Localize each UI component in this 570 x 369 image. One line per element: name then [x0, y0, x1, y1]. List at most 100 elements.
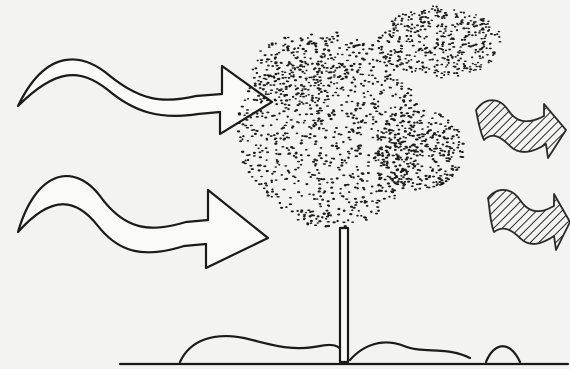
canopy-dot — [358, 63, 361, 65]
canopy-dot — [395, 142, 398, 144]
canopy-dot — [488, 60, 491, 62]
canopy-dot — [386, 164, 388, 166]
canopy-dot — [408, 66, 410, 68]
canopy-dot — [318, 187, 321, 189]
canopy-dot — [377, 210, 380, 212]
canopy-dot — [295, 152, 298, 154]
canopy-dot — [259, 156, 262, 158]
canopy-dot — [422, 22, 425, 24]
canopy-dot — [441, 44, 444, 46]
canopy-dot — [303, 120, 306, 122]
canopy-dot — [251, 135, 254, 137]
canopy-dot — [300, 64, 303, 66]
canopy-dot — [317, 61, 320, 63]
canopy-dot — [445, 14, 448, 16]
canopy-dot — [287, 108, 289, 110]
canopy-dot — [441, 17, 443, 19]
canopy-dot — [333, 83, 335, 85]
canopy-dot — [323, 48, 326, 50]
canopy-dot — [275, 141, 277, 143]
canopy-dot — [244, 125, 247, 127]
canopy-dot — [404, 104, 407, 106]
canopy-dot — [360, 134, 362, 136]
canopy-dot — [394, 165, 397, 167]
canopy-dot — [275, 91, 278, 93]
canopy-dot — [384, 111, 387, 113]
canopy-dot — [442, 144, 444, 146]
canopy-dot — [415, 68, 417, 70]
canopy-dot — [402, 141, 405, 143]
canopy-dot — [433, 47, 436, 49]
canopy-dot — [409, 135, 412, 137]
canopy-dot — [375, 213, 378, 215]
canopy-dot — [329, 161, 332, 163]
canopy-dot — [423, 37, 425, 39]
canopy-dot — [341, 162, 344, 164]
canopy-dot — [333, 158, 336, 160]
canopy-dot — [300, 209, 303, 211]
canopy-dot — [435, 172, 437, 174]
canopy-dot — [389, 139, 392, 141]
canopy-dot — [469, 68, 472, 70]
canopy-dot — [387, 154, 390, 156]
canopy-dot — [302, 96, 305, 98]
canopy-dot — [350, 128, 353, 130]
canopy-dot — [432, 5, 434, 7]
canopy-dot — [342, 195, 344, 197]
canopy-dot — [260, 134, 263, 136]
canopy-dot — [450, 54, 453, 56]
canopy-dot — [426, 186, 428, 188]
canopy-dot — [430, 123, 433, 125]
canopy-dot — [310, 113, 313, 115]
canopy-dot — [266, 83, 268, 85]
canopy-dot — [325, 154, 327, 156]
canopy-dot — [358, 145, 361, 147]
canopy-dot — [435, 147, 438, 149]
canopy-dot — [402, 136, 404, 138]
canopy-dot — [383, 198, 386, 200]
canopy-dot — [342, 89, 344, 91]
canopy-dot — [293, 74, 295, 76]
canopy-dot — [357, 187, 359, 189]
canopy-dot — [325, 70, 328, 71]
canopy-dot — [350, 112, 353, 114]
canopy-dot — [404, 137, 407, 139]
canopy-dot — [468, 15, 470, 17]
canopy-dot — [373, 157, 376, 159]
canopy-dot — [334, 69, 336, 71]
canopy-dot — [260, 62, 263, 64]
canopy-dot — [450, 33, 452, 34]
canopy-dot — [384, 55, 386, 57]
canopy-dot — [333, 114, 336, 116]
canopy-dot — [324, 99, 327, 101]
canopy-dot — [278, 112, 280, 114]
canopy-dot — [394, 149, 397, 151]
canopy-dot — [300, 154, 303, 156]
canopy-dot — [425, 138, 427, 140]
canopy-dot — [360, 201, 363, 203]
canopy-dot — [442, 132, 445, 134]
canopy-dot — [386, 75, 389, 77]
canopy-dot — [404, 127, 406, 129]
canopy-dot — [242, 123, 245, 125]
canopy-dot — [401, 114, 404, 116]
canopy-dot — [480, 64, 482, 65]
canopy-dot — [372, 45, 374, 47]
canopy-dot — [396, 66, 399, 68]
canopy-dot — [446, 138, 448, 140]
canopy-dot — [297, 180, 300, 182]
canopy-dot — [282, 127, 285, 129]
canopy-dot — [335, 142, 337, 144]
canopy-dot — [443, 36, 446, 37]
canopy-dot — [389, 74, 392, 76]
canopy-dot — [296, 210, 298, 212]
canopy-dot — [314, 75, 316, 77]
canopy-dot — [259, 50, 262, 52]
canopy-dot — [416, 134, 419, 136]
canopy-dot — [320, 71, 323, 73]
canopy-dot — [329, 54, 332, 56]
canopy-dot — [373, 98, 375, 100]
canopy-dot — [270, 124, 273, 126]
canopy-dot — [423, 134, 426, 136]
